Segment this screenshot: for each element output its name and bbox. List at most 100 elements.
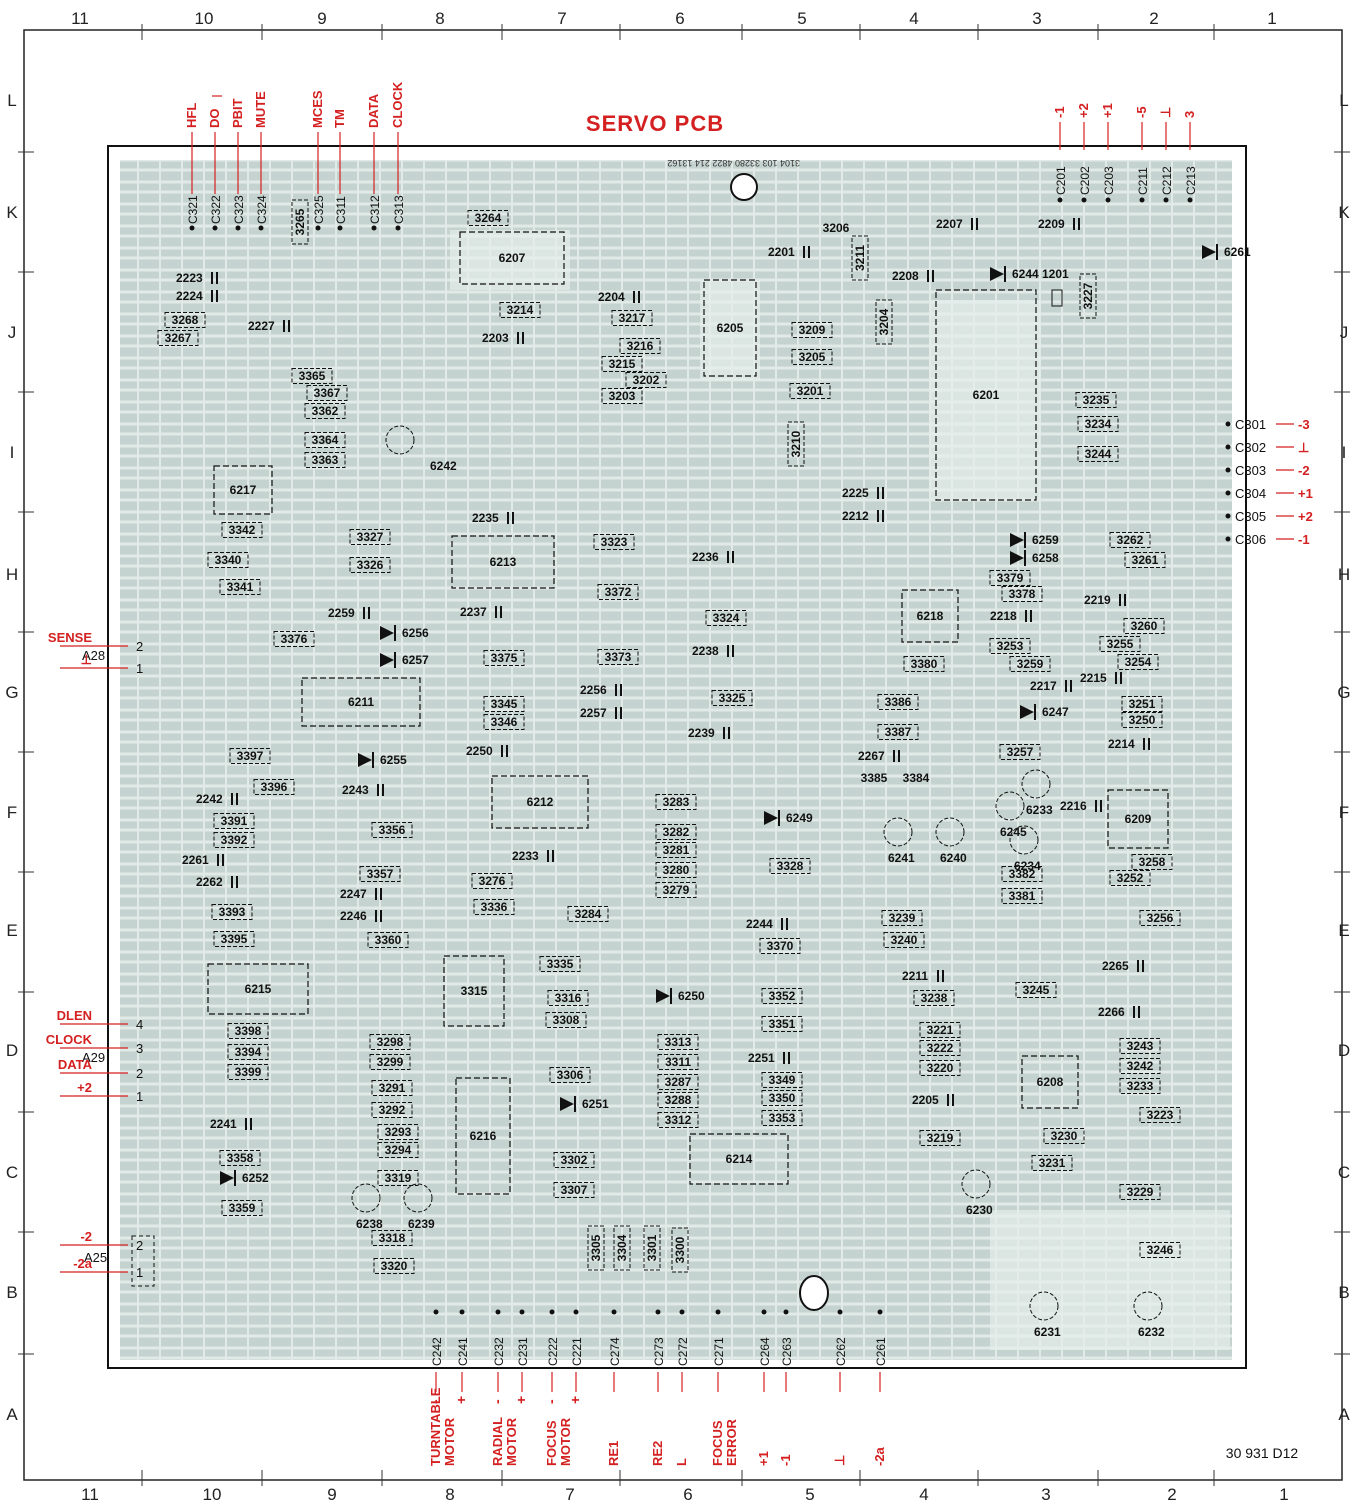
connector-pad (1187, 197, 1193, 203)
connector-pad (761, 1309, 767, 1315)
capacitor-label: 2203 (482, 331, 509, 345)
connector-signal: FOCUS (544, 1420, 559, 1466)
connector-polarity: + (567, 1396, 583, 1404)
capacitor-label: 2265 (1102, 959, 1129, 973)
resistor-body (611, 310, 653, 326)
grid-col-label-bottom: 9 (327, 1485, 336, 1504)
connector-polarity: + (513, 1396, 529, 1404)
resistor-label: 3323 (601, 535, 628, 549)
resistor-label: 3220 (927, 1061, 954, 1075)
resistor-label: 3364 (312, 433, 339, 447)
connector-signal: RADIAL (490, 1417, 505, 1466)
resistor-label: 3363 (312, 453, 339, 467)
connector-cap-label: C321 (186, 195, 200, 224)
capacitor-label: 2247 (340, 887, 367, 901)
resistor-body (377, 1170, 419, 1186)
resistor-body (213, 832, 255, 848)
diode-label: 6258 (1032, 551, 1059, 565)
capacitor-label: 2267 (858, 749, 885, 763)
transistor-label: 6245 (1000, 825, 1027, 839)
diode-symbol (358, 753, 372, 767)
grid-row-label-left: E (6, 921, 17, 940)
resistor-label: 3242 (1127, 1059, 1154, 1073)
resistor-body (373, 1258, 415, 1274)
connector-pad (679, 1309, 685, 1315)
resistor-body (371, 1102, 413, 1118)
resistor-label: 3395 (221, 932, 248, 946)
resistor-label: 3351 (769, 1017, 796, 1031)
resistor-label: 3287 (665, 1075, 692, 1089)
connector-cap-label: C264 (758, 1337, 772, 1366)
resistor-body (791, 322, 833, 338)
grid-col-label-top: 11 (71, 9, 89, 28)
resistor-label: 3367 (314, 386, 341, 400)
connector-pad (459, 1309, 465, 1315)
resistor-label: 3362 (312, 404, 339, 418)
diode-label: 6247 (1042, 705, 1069, 719)
capacitor-label: 2266 (1098, 1005, 1125, 1019)
resistor-label: 3349 (769, 1073, 796, 1087)
grid-col-label-bottom: 1 (1279, 1485, 1288, 1504)
resistor-label: 3393 (219, 905, 246, 919)
resistor-label: 3342 (229, 523, 256, 537)
resistor-body (657, 1054, 699, 1070)
top-right-signal-name: -1 (1052, 106, 1067, 118)
left-connectors: A28SENSE2⊥1A29DLEN4CLOCK3DATA2+21A25-22-… (46, 630, 155, 1287)
resistor-label: 3267 (165, 331, 192, 345)
resistor-body (221, 1200, 263, 1216)
resistor-label: 3324 (713, 611, 740, 625)
capacitor-label: 2218 (990, 609, 1017, 623)
resistor-label: 3381 (1009, 889, 1036, 903)
connector-signal: MOTOR (442, 1417, 457, 1466)
connector-cap-label: C263 (780, 1337, 794, 1366)
resistor-label: 3378 (1009, 587, 1036, 601)
resistor-body (483, 714, 525, 730)
resistor-label: 3346 (491, 715, 518, 729)
top-right-signal-name: +1 (1100, 103, 1115, 118)
diode-symbol (1020, 705, 1034, 719)
connector-cap-label: C211 (1136, 167, 1150, 195)
connector-cap-label: C324 (255, 195, 269, 224)
board-print: 3104 103 33280 4822 214 13162 (667, 158, 800, 168)
connector-pad (549, 1309, 555, 1315)
grid-row-label-right: E (1338, 921, 1349, 940)
diode-label: 6252 (242, 1171, 269, 1185)
resistor-label: 3300 (673, 1236, 687, 1263)
connector-cap-label: C305 (1235, 509, 1266, 524)
capacitor-label: 2224 (176, 289, 203, 303)
grid-col-label-bottom: 8 (445, 1485, 454, 1504)
pin-number: 2 (136, 639, 143, 654)
pcb-title: SERVO PCB (586, 111, 724, 136)
connector-cap-label: C212 (1160, 166, 1174, 195)
resistor-label: 3258 (1139, 855, 1166, 869)
connector-cap-label: C313 (392, 195, 406, 224)
diode-label: 6255 (380, 753, 407, 767)
transistor-label: 6242 (430, 459, 457, 473)
resistor-label: 3251 (1129, 697, 1156, 711)
resistor-body (1099, 636, 1141, 652)
grid-col-label-bottom: 3 (1041, 1485, 1050, 1504)
top-signal-labels: HFLC321DOC322PBITC323MUTEC324MCESC325TMC… (184, 81, 406, 231)
ic-outline (901, 589, 959, 643)
resistor-label: 3215 (609, 357, 636, 371)
resistor-label: 3327 (357, 530, 384, 544)
transistor-outline (961, 1169, 991, 1199)
resistor-body (593, 534, 635, 550)
resistor-body (655, 862, 697, 878)
mounting-hole-bottom (799, 1275, 829, 1311)
connector-label: A29 (82, 1050, 105, 1065)
resistor-label: 3373 (605, 650, 632, 664)
resistor-label: 3210 (789, 430, 803, 457)
resistor-label: 3382 (1009, 867, 1036, 881)
ic-label: 6215 (245, 982, 272, 996)
top-signal-name: DO (207, 109, 222, 129)
resistor-label: 3320 (381, 1259, 408, 1273)
resistor-label: 3256 (1147, 911, 1174, 925)
resistor-label: 3357 (367, 867, 394, 881)
resistor-body (919, 1040, 961, 1056)
grid-row-label-left: B (6, 1283, 17, 1302)
resistor-body (1077, 446, 1119, 462)
resistor-label: 3229 (1127, 1185, 1154, 1199)
resistor-label: 3254 (1125, 655, 1152, 669)
top-signal-name: HFL (184, 103, 199, 128)
